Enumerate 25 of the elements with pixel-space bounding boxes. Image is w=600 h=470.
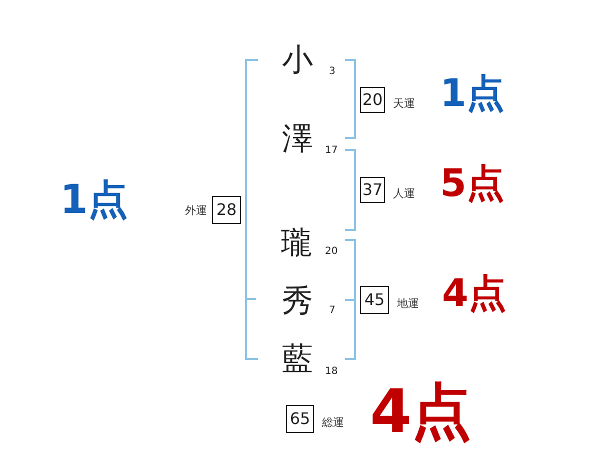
name-character: 瓏	[281, 228, 312, 259]
name-character: 澤	[282, 124, 313, 155]
fortune-category-label: 総運	[322, 417, 344, 428]
score-label: 4点	[370, 382, 472, 442]
score-label: 1点	[440, 74, 504, 112]
stroke-count: 3	[329, 67, 336, 77]
number-box: 37	[360, 177, 385, 203]
number-box: 20	[360, 87, 385, 113]
fortune-category-label: 外運	[185, 205, 207, 216]
number-box: 65	[286, 405, 314, 433]
name-character: 秀	[282, 286, 313, 317]
score-label: 1点	[60, 180, 128, 220]
stroke-count: 20	[325, 247, 338, 257]
name-character: 藍	[282, 344, 313, 375]
name-character: 小	[282, 45, 313, 76]
fortune-category-label: 人運	[393, 188, 415, 199]
number-box: 45	[360, 286, 389, 314]
stroke-count: 7	[329, 306, 336, 316]
stroke-count: 18	[325, 367, 338, 377]
score-label: 4点	[442, 274, 506, 312]
stroke-count: 17	[325, 146, 338, 156]
fortune-category-label: 地運	[397, 298, 419, 309]
score-label: 5点	[440, 164, 504, 202]
number-box: 28	[212, 196, 241, 224]
fortune-category-label: 天運	[393, 98, 415, 109]
